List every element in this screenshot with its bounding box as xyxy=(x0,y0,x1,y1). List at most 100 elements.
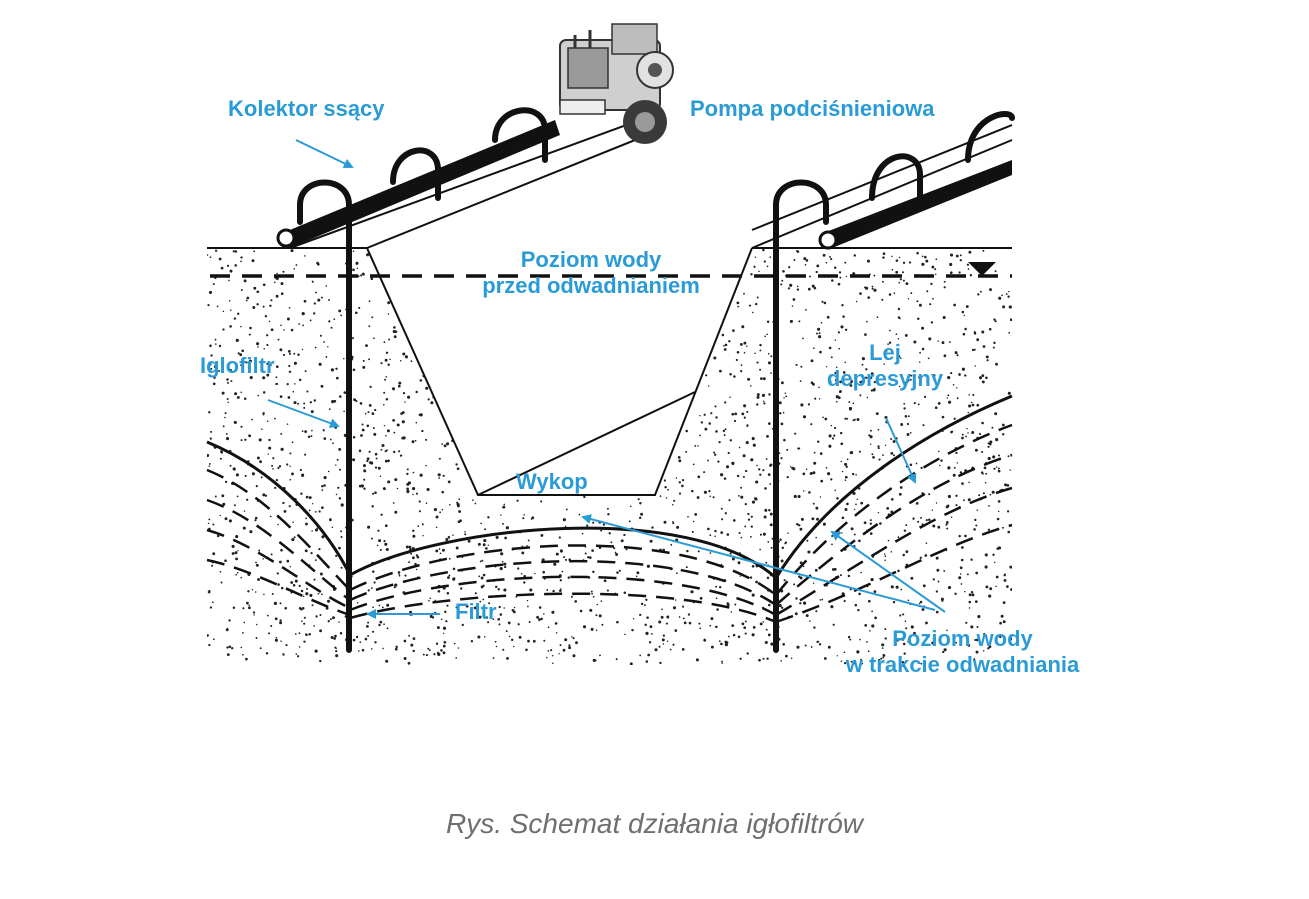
soil-dot xyxy=(288,364,291,368)
soil-dot xyxy=(715,625,718,629)
soil-dot xyxy=(398,287,402,291)
soil-dot xyxy=(275,478,279,482)
soil-dot xyxy=(214,338,217,341)
soil-dot xyxy=(378,604,381,607)
soil-dot xyxy=(325,355,328,358)
soil-dot xyxy=(397,384,401,388)
soil-dot xyxy=(995,438,999,442)
soil-dot xyxy=(451,348,455,351)
soil-dot xyxy=(251,259,255,263)
soil-dot xyxy=(754,497,758,501)
soil-dot xyxy=(710,412,713,415)
soil-dot xyxy=(291,441,294,444)
soil-dot xyxy=(852,402,855,405)
soil-dot xyxy=(784,541,788,544)
soil-dot xyxy=(235,473,239,477)
soil-dot xyxy=(723,434,726,437)
soil-dot xyxy=(448,557,451,560)
soil-dot xyxy=(329,618,332,621)
soil-dot xyxy=(918,602,921,605)
soil-dot xyxy=(809,275,811,278)
soil-dot xyxy=(591,549,594,552)
soil-dot xyxy=(436,626,440,630)
soil-dot xyxy=(768,603,771,607)
soil-dot xyxy=(464,533,467,536)
soil-dot xyxy=(870,389,874,392)
soil-dot xyxy=(960,583,963,585)
soil-dot xyxy=(721,333,725,337)
soil-dot xyxy=(240,439,243,442)
soil-dot xyxy=(298,378,302,382)
soil-dot xyxy=(485,475,489,479)
soil-dot xyxy=(839,431,843,435)
soil-dot xyxy=(573,308,577,312)
soil-dot xyxy=(379,548,382,552)
figure-caption: Rys. Schemat działania igłofiltrów xyxy=(445,808,864,839)
soil-dot xyxy=(890,585,894,589)
soil-dot xyxy=(974,600,978,603)
soil-dot xyxy=(678,459,682,463)
soil-dot xyxy=(288,370,292,374)
soil-dot xyxy=(335,376,339,380)
soil-dot xyxy=(744,632,747,635)
soil-dot xyxy=(517,567,520,570)
soil-dot xyxy=(616,319,618,321)
soil-dot xyxy=(279,602,282,605)
soil-dot xyxy=(503,503,506,506)
soil-dot xyxy=(697,339,701,343)
soil-dot xyxy=(457,520,461,524)
soil-dot xyxy=(1009,318,1012,322)
soil-dot xyxy=(796,288,800,291)
soil-dot xyxy=(905,524,908,527)
soil-dot xyxy=(687,515,689,518)
soil-dot xyxy=(724,343,728,347)
soil-dot xyxy=(816,517,819,521)
soil-dot xyxy=(678,492,682,495)
soil-dot xyxy=(956,387,958,389)
soil-dot xyxy=(694,309,697,312)
soil-dot xyxy=(643,336,647,340)
soil-dot xyxy=(865,376,868,379)
soil-dot xyxy=(956,397,959,400)
soil-dot xyxy=(681,318,684,322)
soil-dot xyxy=(210,354,213,357)
soil-dot xyxy=(866,396,869,399)
soil-dot xyxy=(767,473,771,476)
soil-dot xyxy=(396,250,400,253)
soil-dot xyxy=(975,650,979,654)
soil-dot xyxy=(964,327,967,331)
soil-dot xyxy=(725,465,730,469)
soil-dot xyxy=(746,410,749,413)
soil-dot xyxy=(820,479,824,483)
soil-dot xyxy=(487,544,490,546)
soil-dot xyxy=(925,519,928,522)
soil-dot xyxy=(421,429,424,433)
soil-dot xyxy=(925,259,929,263)
soil-dot xyxy=(752,443,756,447)
soil-dot xyxy=(437,473,441,477)
soil-dot xyxy=(430,401,434,405)
soil-dot xyxy=(207,522,210,525)
soil-dot xyxy=(480,585,484,589)
soil-dot xyxy=(987,456,991,461)
soil-dot xyxy=(364,412,367,415)
soil-dot xyxy=(259,460,262,464)
soil-dot xyxy=(814,397,817,400)
soil-dot xyxy=(433,333,436,336)
soil-dot xyxy=(792,467,796,471)
soil-dot xyxy=(869,443,872,446)
soil-dot xyxy=(362,365,366,369)
soil-dot xyxy=(607,512,610,516)
soil-dot xyxy=(975,524,978,527)
soil-dot xyxy=(873,274,876,277)
soil-dot xyxy=(541,301,545,306)
soil-dot xyxy=(509,319,513,323)
soil-dot xyxy=(920,466,923,470)
soil-dot xyxy=(303,299,307,303)
soil-dot xyxy=(719,586,722,589)
soil-dot xyxy=(931,641,935,645)
soil-dot xyxy=(583,357,586,360)
soil-dot xyxy=(220,581,223,584)
soil-dot xyxy=(412,487,416,491)
soil-dot xyxy=(645,660,649,663)
